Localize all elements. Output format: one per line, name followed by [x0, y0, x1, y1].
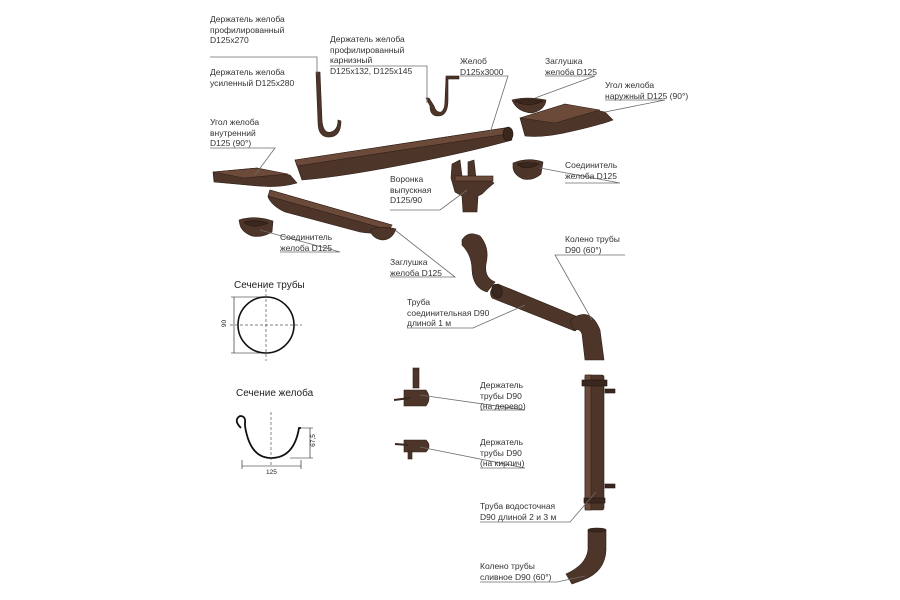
end-cap-top-part [511, 97, 547, 114]
label-holder-cornice: Держатель желоба профилированный карнизн… [330, 34, 413, 76]
pipe-holder-wood-part [393, 367, 430, 407]
gutter-section-title: Сечение желоба [236, 388, 314, 399]
label-connecting-pipe: Труба соединительная D90 длиной 1 м [407, 297, 490, 328]
gutter-section-width: 125 [266, 469, 277, 476]
elbow-middle-part [569, 314, 605, 361]
label-connector-right: Соединитель желоба D125 [565, 160, 618, 181]
gutter-part [294, 126, 514, 181]
label-holder-profiled: Держатель желоба профилированный D125x27… [210, 14, 285, 45]
pipe-holder-brick-part [394, 439, 430, 460]
gutter-lower-part [267, 189, 393, 234]
label-end-cap-bottom: Заглушка желоба D125 [390, 257, 442, 278]
pipe-section-dimension: 90 [221, 319, 229, 328]
label-funnel: Воронка выпускная D125/90 [390, 174, 432, 205]
label-gutter: Желоб D125x3000 [460, 56, 504, 77]
label-holder-reinforced: Держатель желоба усиленный D125x280 [210, 67, 295, 88]
pipe-section-title: Сечение трубы [234, 280, 305, 291]
leader-lines [210, 56, 666, 583]
label-end-cap-top: Заглушка желоба D125 [545, 56, 597, 77]
label-drain-elbow: Колено трубы сливное D90 (60°) [480, 561, 552, 582]
holder-cornice-part [425, 75, 460, 117]
label-downpipe: Труба водосточная D90 длиной 2 и 3 м [480, 501, 557, 522]
connector-left-part [238, 217, 274, 237]
connecting-pipe-part [490, 283, 580, 332]
drain-elbow-part [565, 527, 607, 585]
label-outer-corner: Угол желоба наружный D125 (90°) [605, 80, 689, 101]
elbow-upper-part [461, 233, 496, 293]
gutter-section-drawing [235, 412, 313, 469]
connector-right-part [512, 159, 544, 180]
downpipe-part [581, 374, 616, 511]
label-connector-left: Соединитель желоба D125 [280, 232, 333, 253]
label-elbow-60: Колено трубы D90 (60°) [565, 234, 620, 255]
gutter-section-height: 67,5 [309, 434, 317, 447]
inner-corner-part [212, 167, 298, 187]
pipe-section-drawing [230, 289, 302, 361]
label-inner-corner: Угол желоба внутренний D125 (90°) [210, 117, 260, 148]
outer-corner-part [519, 103, 614, 137]
end-cap-bottom-part [369, 226, 397, 241]
funnel-part [450, 159, 495, 213]
label-pipe-holder-brick: Держатель трубы D90 (на кирпич) [480, 437, 525, 468]
holder-profiled-part [315, 71, 342, 138]
label-pipe-holder-wood: Держатель трубы D90 (на дерево) [480, 380, 526, 411]
